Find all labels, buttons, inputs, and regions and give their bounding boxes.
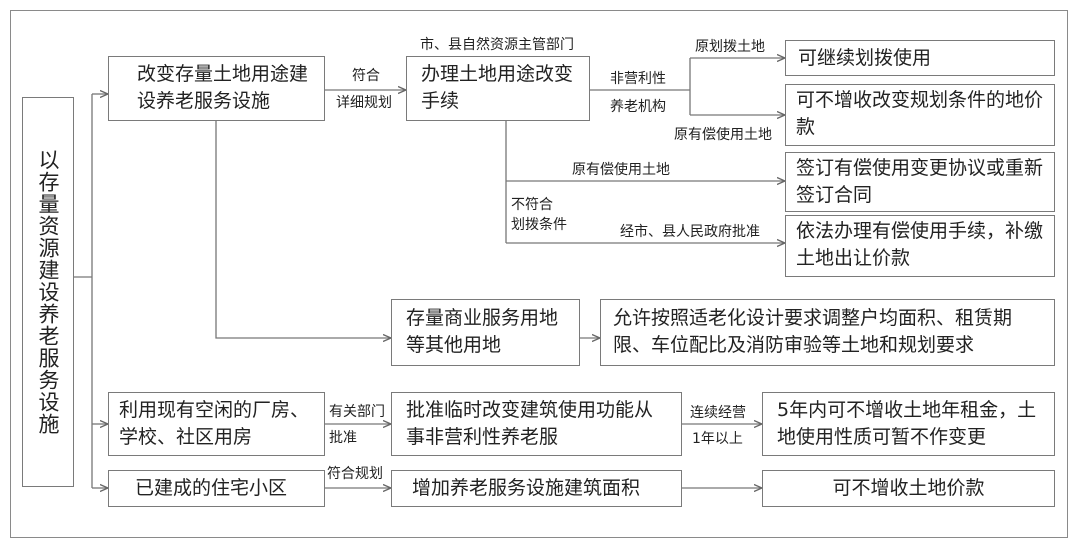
box-commercial-land: 存量商业服务用地等其他用地: [391, 299, 580, 366]
label-fit-plan-2: 详细规划: [336, 95, 392, 111]
label-dept-2: 批准: [329, 430, 357, 446]
box-paid-use: 依法办理有偿使用手续，补缴土地出让价款: [785, 215, 1055, 277]
root-text: 以存量资源建设养老服务设施: [36, 149, 60, 435]
label-orig-paid-2: 原有偿使用土地: [572, 162, 670, 178]
box-change-use: 改变存量土地用途建设养老服务设施: [108, 56, 325, 121]
label-authority: 市、县自然资源主管部门: [420, 37, 574, 53]
label-continuous-2: 1年以上: [692, 431, 743, 447]
box-add-area: 增加养老服务设施建筑面积: [391, 470, 682, 507]
root-box: 以存量资源建设养老服务设施: [22, 97, 74, 487]
box-sign-agreement: 签订有偿使用变更协议或重新签订合同: [785, 152, 1055, 212]
label-orig-paid-1: 原有偿使用土地: [674, 127, 772, 143]
box-residential: 已建成的住宅小区: [108, 470, 325, 507]
box-procedure: 办理土地用途改变手续: [406, 56, 590, 121]
outer-frame: [10, 10, 1068, 538]
label-gov-approve: 经市、县人民政府批准: [620, 224, 760, 240]
box-allow-adjust: 允许按照适老化设计要求调整户均面积、租赁期限、车位配比及消防审验等土地和规划要求: [600, 299, 1055, 366]
box-no-land-fee: 可不增收土地价款: [762, 470, 1055, 507]
box-no-extra-fee: 可不增收改变规划条件的地价款: [785, 84, 1055, 146]
label-orig-allocated: 原划拨土地: [695, 39, 765, 55]
label-nonprofit-2: 养老机构: [610, 99, 666, 115]
box-temp-change: 批准临时改变建筑使用功能从事非营利性养老服: [391, 392, 682, 456]
label-continuous-1: 连续经营: [690, 405, 746, 421]
box-keep-allocated: 可继续划拨使用: [785, 40, 1055, 76]
label-not-meet-1: 不符合: [511, 197, 553, 213]
box-idle-buildings: 利用现有空闲的厂房、学校、社区用房: [108, 392, 325, 456]
label-dept-1: 有关部门: [329, 404, 385, 420]
label-fit-plan-1: 符合: [352, 68, 380, 84]
label-nonprofit-1: 非营利性: [610, 71, 666, 87]
change-to-commercial: [215, 121, 391, 338]
label-fit-plan-3: 符合规划: [327, 466, 383, 482]
label-not-meet-2: 划拨条件: [511, 217, 567, 233]
box-no-rent: 5年内可不增收土地年租金，土地使用性质可暂不作变更: [762, 392, 1055, 456]
